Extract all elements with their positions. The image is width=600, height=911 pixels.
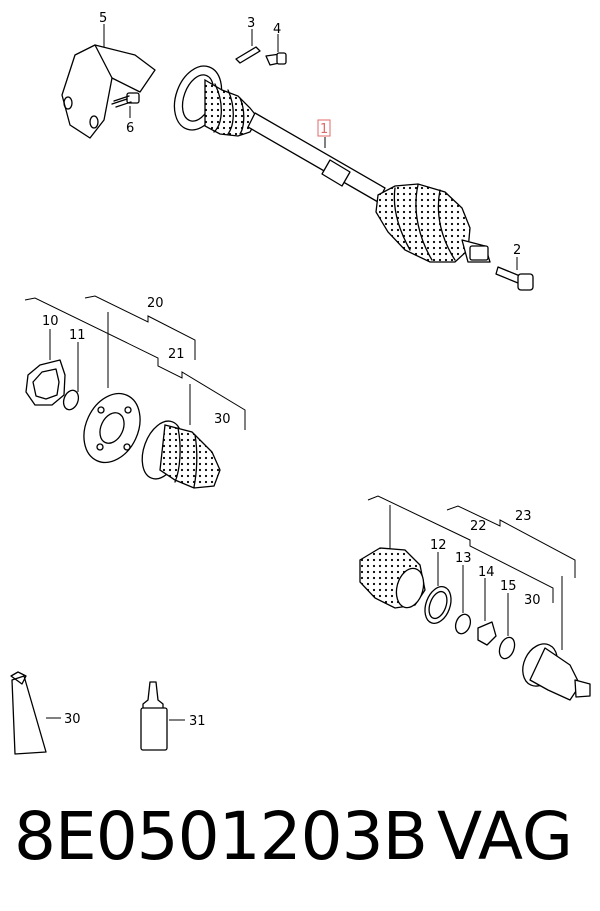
- ring-part-14: [477, 578, 497, 646]
- callout-14: 14: [478, 565, 495, 580]
- gasket-part-10: [25, 329, 66, 406]
- brand-label: VAG: [437, 798, 574, 875]
- cv-boot-left: [141, 420, 221, 489]
- washer-part-13: [454, 565, 472, 635]
- outer-cv-joint: [375, 183, 491, 263]
- callout-12: 12: [430, 538, 447, 553]
- circlip-part-15: [498, 593, 516, 660]
- callout-30-left: 30: [214, 412, 231, 427]
- callout-30-right: 30: [524, 593, 541, 608]
- callout-2: 2: [513, 243, 521, 258]
- callout-21: 21: [168, 347, 185, 362]
- bolt-part-2: [495, 257, 534, 291]
- bolt-part-4: [265, 34, 287, 66]
- callout-15: 15: [500, 579, 517, 594]
- sealant-bottle-part-31: [140, 681, 185, 751]
- cv-flange-part-21: [83, 392, 141, 464]
- callout-10: 10: [42, 314, 59, 329]
- callout-23: 23: [515, 509, 532, 524]
- cv-joint-part-23: [522, 643, 591, 701]
- callout-31: 31: [189, 714, 206, 729]
- cv-boot-right: [359, 547, 426, 609]
- callout-6: 6: [126, 121, 134, 136]
- clamp-part-12: [424, 552, 452, 624]
- bolt-part-6: [111, 92, 140, 118]
- inner-cv-joint: [173, 65, 259, 137]
- callout-13: 13: [455, 551, 472, 566]
- circlip-part-11: [62, 342, 80, 411]
- part-number-label: 8E0501203B: [14, 798, 428, 875]
- grease-tube-part-30: [10, 671, 61, 755]
- clip-part-3: [235, 29, 261, 64]
- callout-11: 11: [69, 328, 86, 343]
- callout-4: 4: [273, 22, 281, 37]
- bracket-lines-left: [24, 295, 246, 430]
- axle-shaft-part-1: [247, 112, 386, 203]
- callout-5: 5: [99, 11, 107, 26]
- bracket-lines-right: [367, 495, 576, 650]
- callout-22: 22: [470, 519, 487, 534]
- callout-20: 20: [147, 296, 164, 311]
- callout-1: 1: [320, 122, 328, 137]
- callout-30-grease: 30: [64, 712, 81, 727]
- callout-3: 3: [247, 16, 255, 31]
- heat-shield-part-5: [61, 24, 156, 139]
